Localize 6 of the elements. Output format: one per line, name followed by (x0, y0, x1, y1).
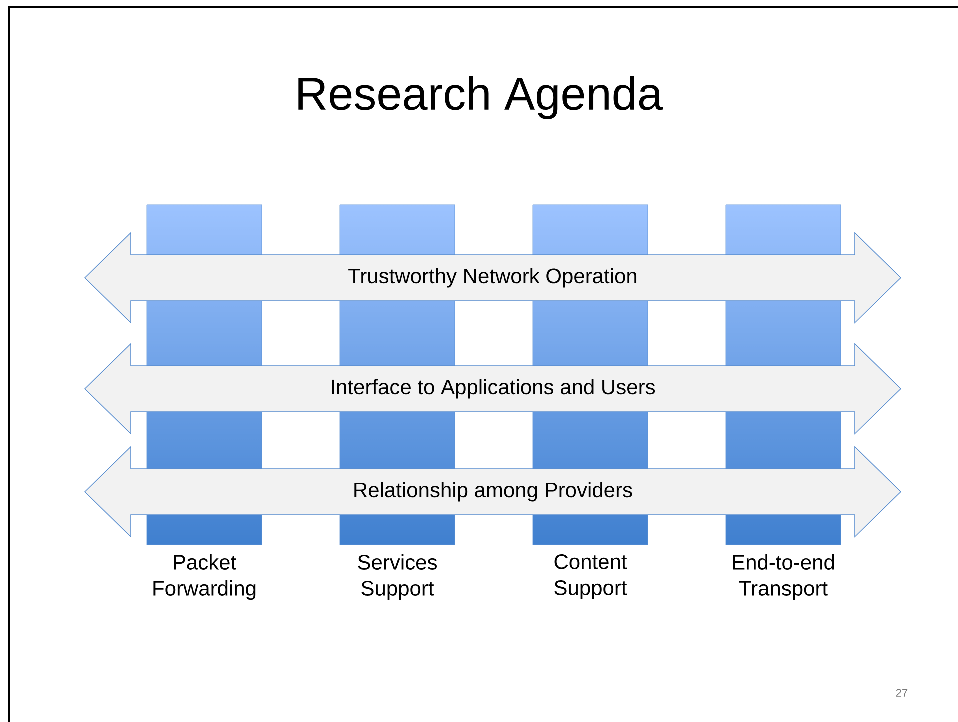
node-label: End-to-end Transport (733, 554, 834, 600)
title: Research Agenda (298, 76, 664, 120)
node-label: Content Support (554, 554, 628, 600)
node-label: Packet Forwarding (154, 554, 256, 600)
node-label: Services Support (358, 554, 437, 600)
page-number: 27 (896, 689, 908, 697)
